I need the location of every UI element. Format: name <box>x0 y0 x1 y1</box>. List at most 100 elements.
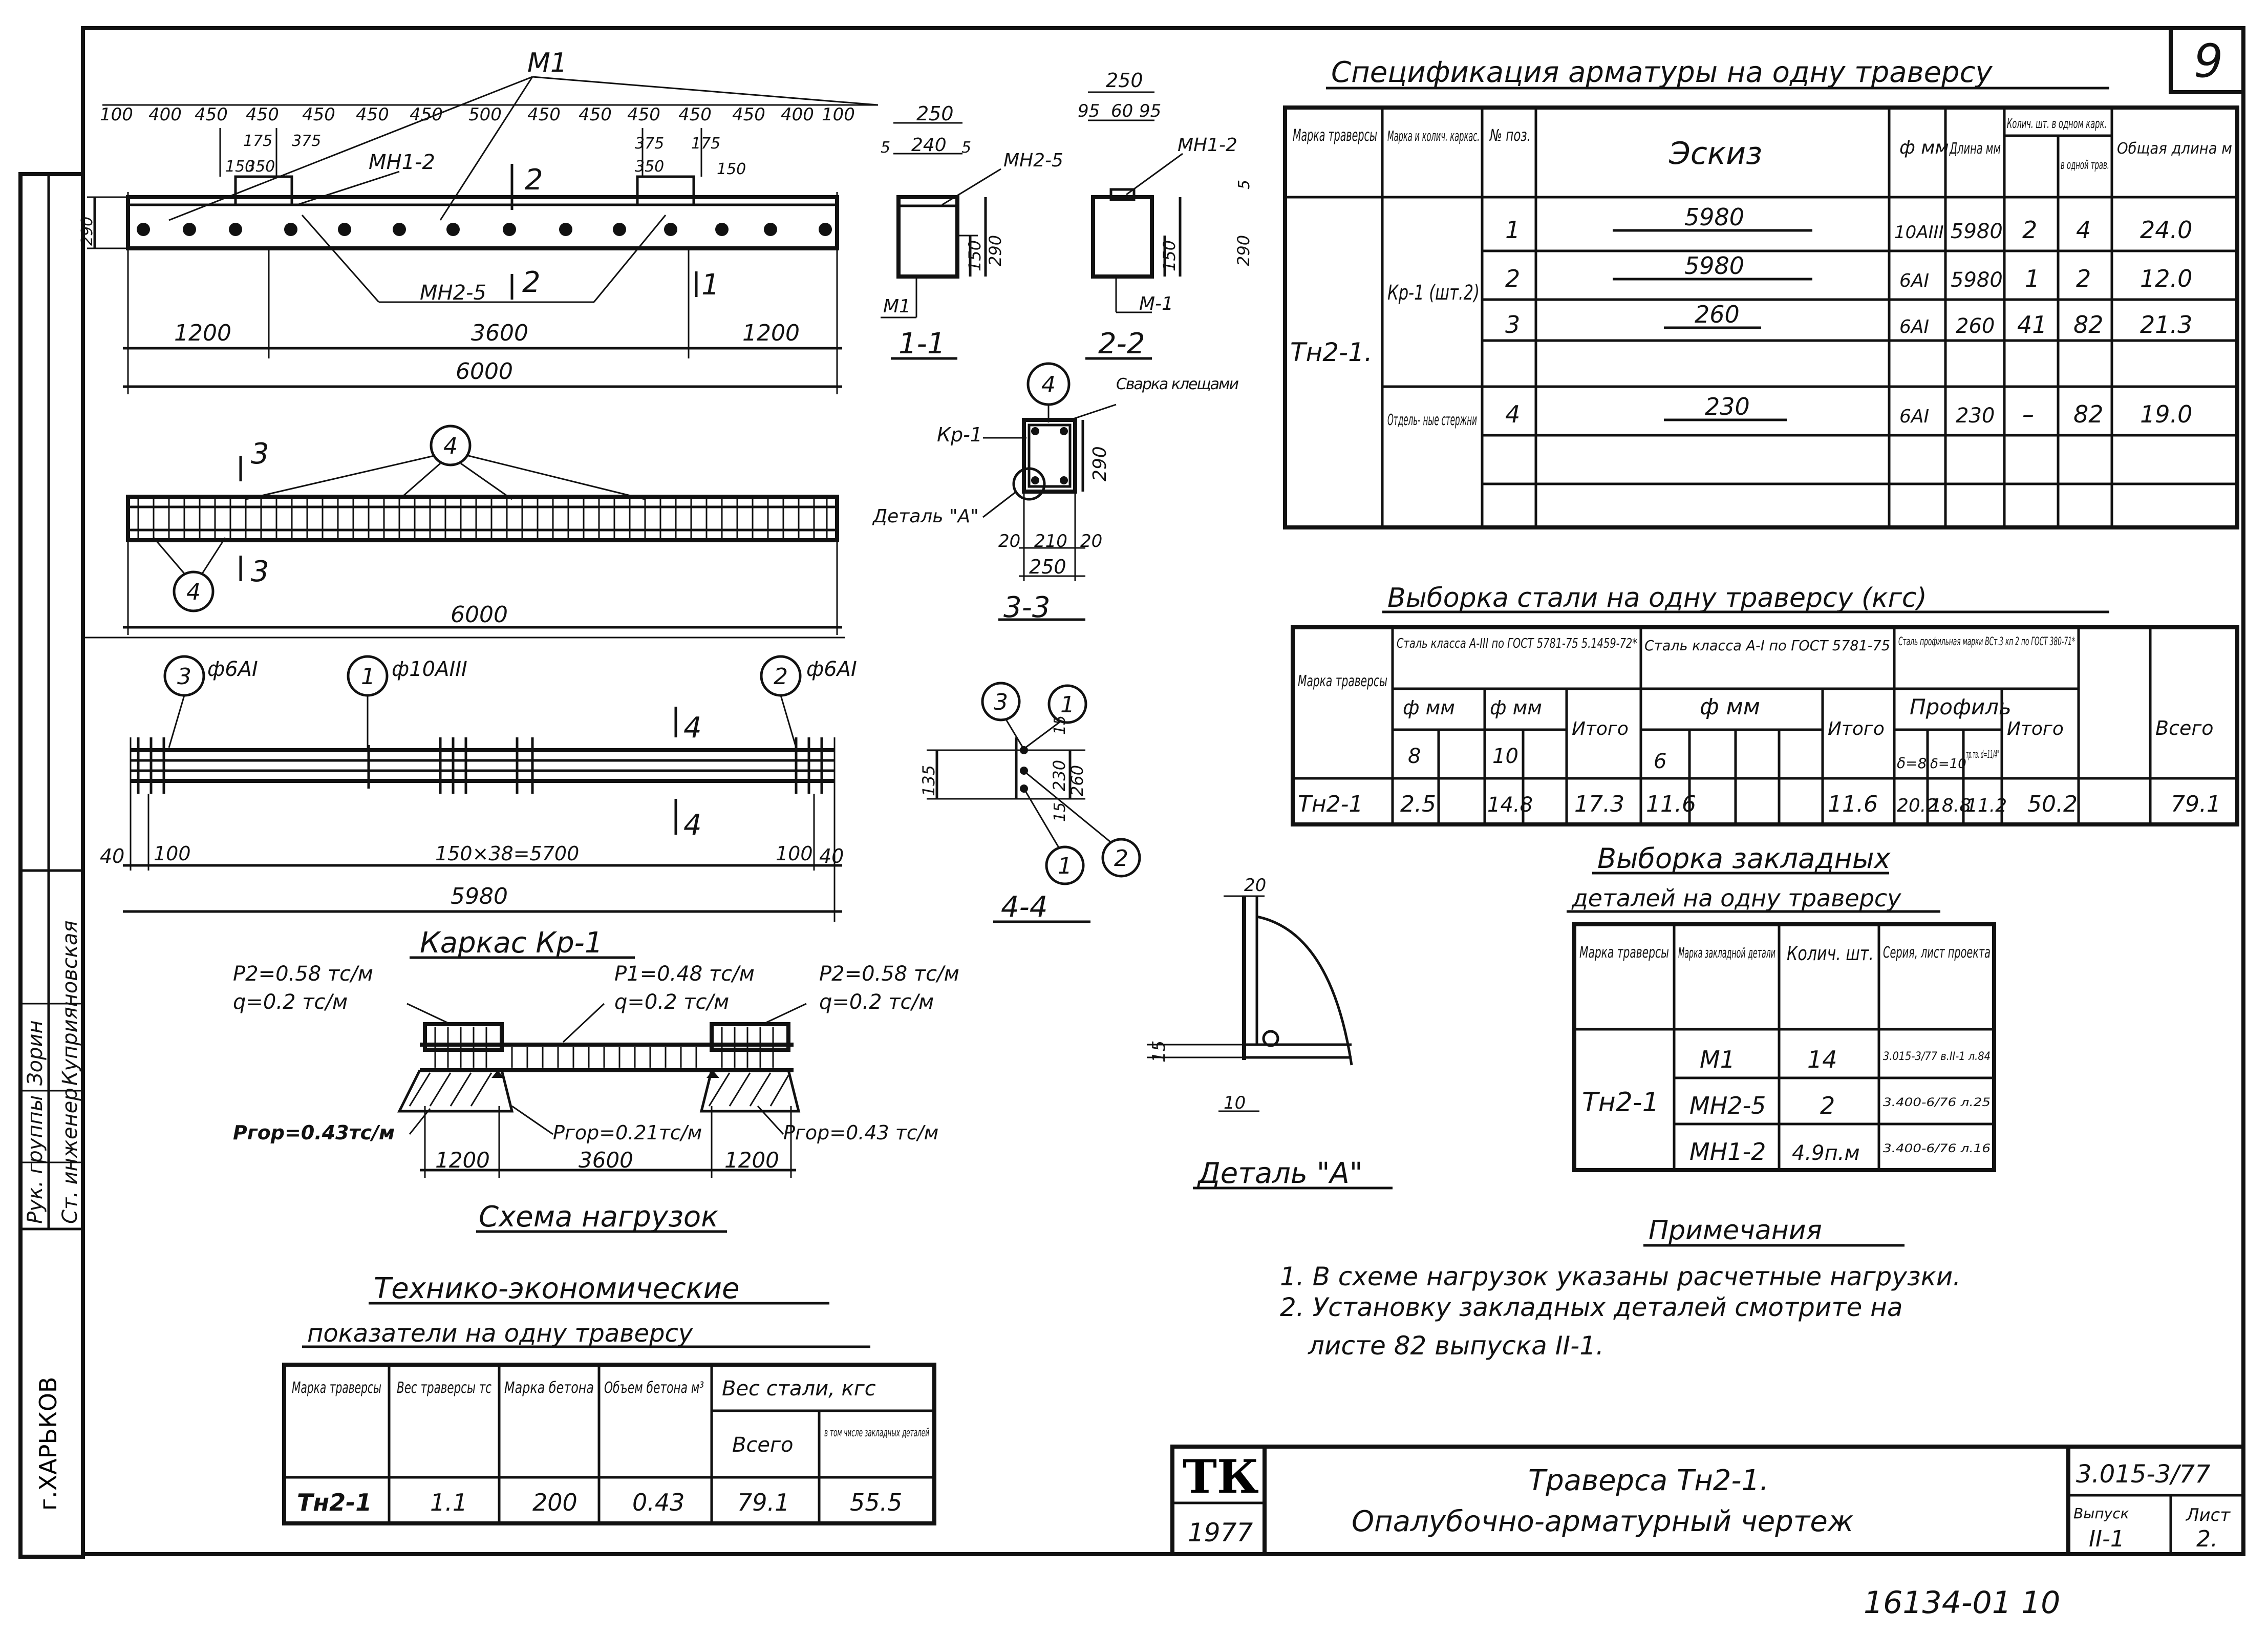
svg-text:5980: 5980 <box>1684 252 1744 280</box>
steel-h-a1: Сталь класса А-I по ГОСТ 5781-75 <box>1644 637 1890 654</box>
load-dim-1200-left: 1200 <box>435 1148 490 1173</box>
embed-mark: Тн2-1 <box>1582 1087 1659 1118</box>
svg-text:150×38=5700: 150×38=5700 <box>435 842 579 865</box>
load-left-p: P2=0.58 тс/м <box>233 962 373 986</box>
cage-total: 5980 <box>451 883 508 909</box>
city-label: г.ХАРЬКОВ <box>34 1377 62 1511</box>
svg-text:2: 2 <box>2022 216 2037 244</box>
steel-subheaders: 8 10 6 δ=8 δ=10 тр.тв. d=11/4" <box>1408 745 1999 773</box>
svg-text:350: 350 <box>246 158 275 176</box>
svg-text:79.1: 79.1 <box>2171 791 2221 817</box>
cage-cut-bottom: 4 <box>683 809 702 842</box>
svg-text:–: – <box>2022 400 2034 428</box>
section-2-2 <box>1085 91 1183 360</box>
svg-text:10: 10 <box>1492 745 1518 768</box>
svg-text:17.3: 17.3 <box>1574 791 1624 817</box>
svg-text:400: 400 <box>781 104 814 125</box>
spec-h-cage: Марка и колич. каркас. <box>1387 128 1480 144</box>
s22-dim-5: 5 <box>1235 180 1253 189</box>
tech-steel: 79.1 <box>737 1489 789 1516</box>
s22-dim-290: 290 <box>1234 235 1253 266</box>
cage-dims: 40 100 150×38=5700 100 40 <box>100 842 844 867</box>
tech-h-steel: Вес стали, кгс <box>722 1377 876 1401</box>
svg-text:500: 500 <box>468 104 502 125</box>
sheet-frame <box>18 26 2245 1559</box>
embed-h-qty: Колич. шт. <box>1787 942 1874 965</box>
top-sub-dims: 175 375 150 350 375 175 350 150 <box>225 132 746 178</box>
cut-mark-2a: 2 <box>525 163 543 197</box>
svg-text:150: 150 <box>717 160 746 178</box>
svg-text:14.8: 14.8 <box>1487 793 1533 817</box>
spec-row-2: 2 5980 6АI 5980 1 2 12.0 <box>1505 252 2192 292</box>
svg-text:450: 450 <box>302 104 335 125</box>
svg-text:450: 450 <box>195 104 228 125</box>
svg-text:50.2: 50.2 <box>2027 791 2078 817</box>
title-sheet-value: 2. <box>2196 1526 2218 1552</box>
svg-text:450: 450 <box>356 104 389 125</box>
steel-h-a3: Сталь класса А-III по ГОСТ 5781-75 5.145… <box>1397 636 1637 651</box>
s22-dim-150: 150 <box>1160 240 1179 271</box>
cage-callout-1: 1 <box>361 664 375 690</box>
title-year: 1977 <box>1188 1518 1253 1547</box>
title-issue-value: II-1 <box>2089 1526 2125 1552</box>
spec-h-sketch: Эскиз <box>1668 136 1762 172</box>
s44-callout-3: 3 <box>994 689 1008 715</box>
dim-1200-left: 1200 <box>174 320 231 346</box>
s44-callout-1b: 1 <box>1058 853 1072 879</box>
s11-dim-5a: 5 <box>881 139 890 157</box>
svg-text:1: 1 <box>1505 216 1520 244</box>
top-spacing-dims: 100 400 450 450 450 450 450 500 450 450 … <box>100 104 855 125</box>
spec-h-n1: Колич. шт. в одном карк. <box>2007 116 2107 132</box>
tech-title-1: Технико-экономические <box>374 1272 739 1305</box>
plan-cut-bottom: 3 <box>251 555 269 588</box>
top-label-mn25: МН2-5 <box>420 281 486 305</box>
svg-text:41: 41 <box>2017 311 2047 338</box>
top-label-mn12: МН1-2 <box>369 151 435 174</box>
spec-h-total: Общая длина м <box>2117 140 2232 158</box>
bottom-handwritten: 16134-01 10 <box>1864 1585 2060 1621</box>
sheet-number: 9 <box>2194 34 2223 88</box>
note-1: 1. В схеме нагрузок указаны расчетные на… <box>1280 1262 1961 1291</box>
embed-title-2: деталей на одну траверсу <box>1571 884 1901 912</box>
spec-h-n2: в одной трав. <box>2061 158 2109 172</box>
s33-dim-210: 210 <box>1034 531 1067 552</box>
spec-row-1: 1 5980 10АIII 5980 2 4 24.0 <box>1505 203 2192 244</box>
load-scheme <box>397 1003 807 1233</box>
s11-dim-240: 240 <box>911 135 947 156</box>
dim-3600: 3600 <box>471 320 528 346</box>
title-line-2: Опалубочно-арматурный чертеж <box>1352 1505 1853 1538</box>
svg-text:2: 2 <box>1820 1092 1835 1119</box>
steel-table <box>1291 625 2239 826</box>
svg-text:450: 450 <box>527 104 561 125</box>
svg-text:3.400-6/76 л.16: 3.400-6/76 л.16 <box>1883 1142 1991 1155</box>
svg-text:5980: 5980 <box>1951 268 2003 292</box>
svg-text:21.3: 21.3 <box>2140 311 2192 338</box>
svg-text:82: 82 <box>2073 311 2104 338</box>
s44-dim-260: 260 <box>1067 765 1087 796</box>
s11-caption: 1-1 <box>898 327 945 360</box>
load-hor-left: Pгор=0.43тс/м <box>233 1121 395 1144</box>
tech-mark: Тн2-1 <box>297 1489 372 1516</box>
detail-dim-20: 20 <box>1244 875 1266 896</box>
s44-callout-1a: 1 <box>1060 692 1075 718</box>
stamp-role-2: Ст. инженер <box>58 1088 82 1224</box>
svg-text:δ=8: δ=8 <box>1897 755 1927 772</box>
svg-text:100: 100 <box>776 842 813 865</box>
svg-text:14: 14 <box>1807 1046 1837 1073</box>
s44-dim-15a: 15 <box>1051 715 1069 735</box>
load-hor-mid: Pгор=0.21тс/м <box>553 1121 702 1144</box>
svg-text:3.400-6/76 л.25: 3.400-6/76 л.25 <box>1883 1096 1991 1109</box>
svg-text:2: 2 <box>2076 265 2091 292</box>
spec-row-3: 3 260 6АI 260 41 82 21.3 <box>1505 301 2192 338</box>
svg-text:5980: 5980 <box>1684 203 1744 231</box>
load-mid-q: q=0.2 тс/м <box>614 990 729 1014</box>
svg-text:6: 6 <box>1654 750 1666 773</box>
plan-callout-top: 4 <box>443 433 458 459</box>
svg-text:19.0: 19.0 <box>2140 400 2192 428</box>
svg-text:8: 8 <box>1408 745 1421 768</box>
load-dim-3600: 3600 <box>579 1148 633 1173</box>
tech-title-2: показатели на одну траверсу <box>307 1319 693 1348</box>
embed-h-mark: Марка траверсы <box>1579 944 1669 962</box>
spec-cage: Кр-1 (шт.2) <box>1387 281 1480 305</box>
svg-text:175: 175 <box>243 132 272 150</box>
